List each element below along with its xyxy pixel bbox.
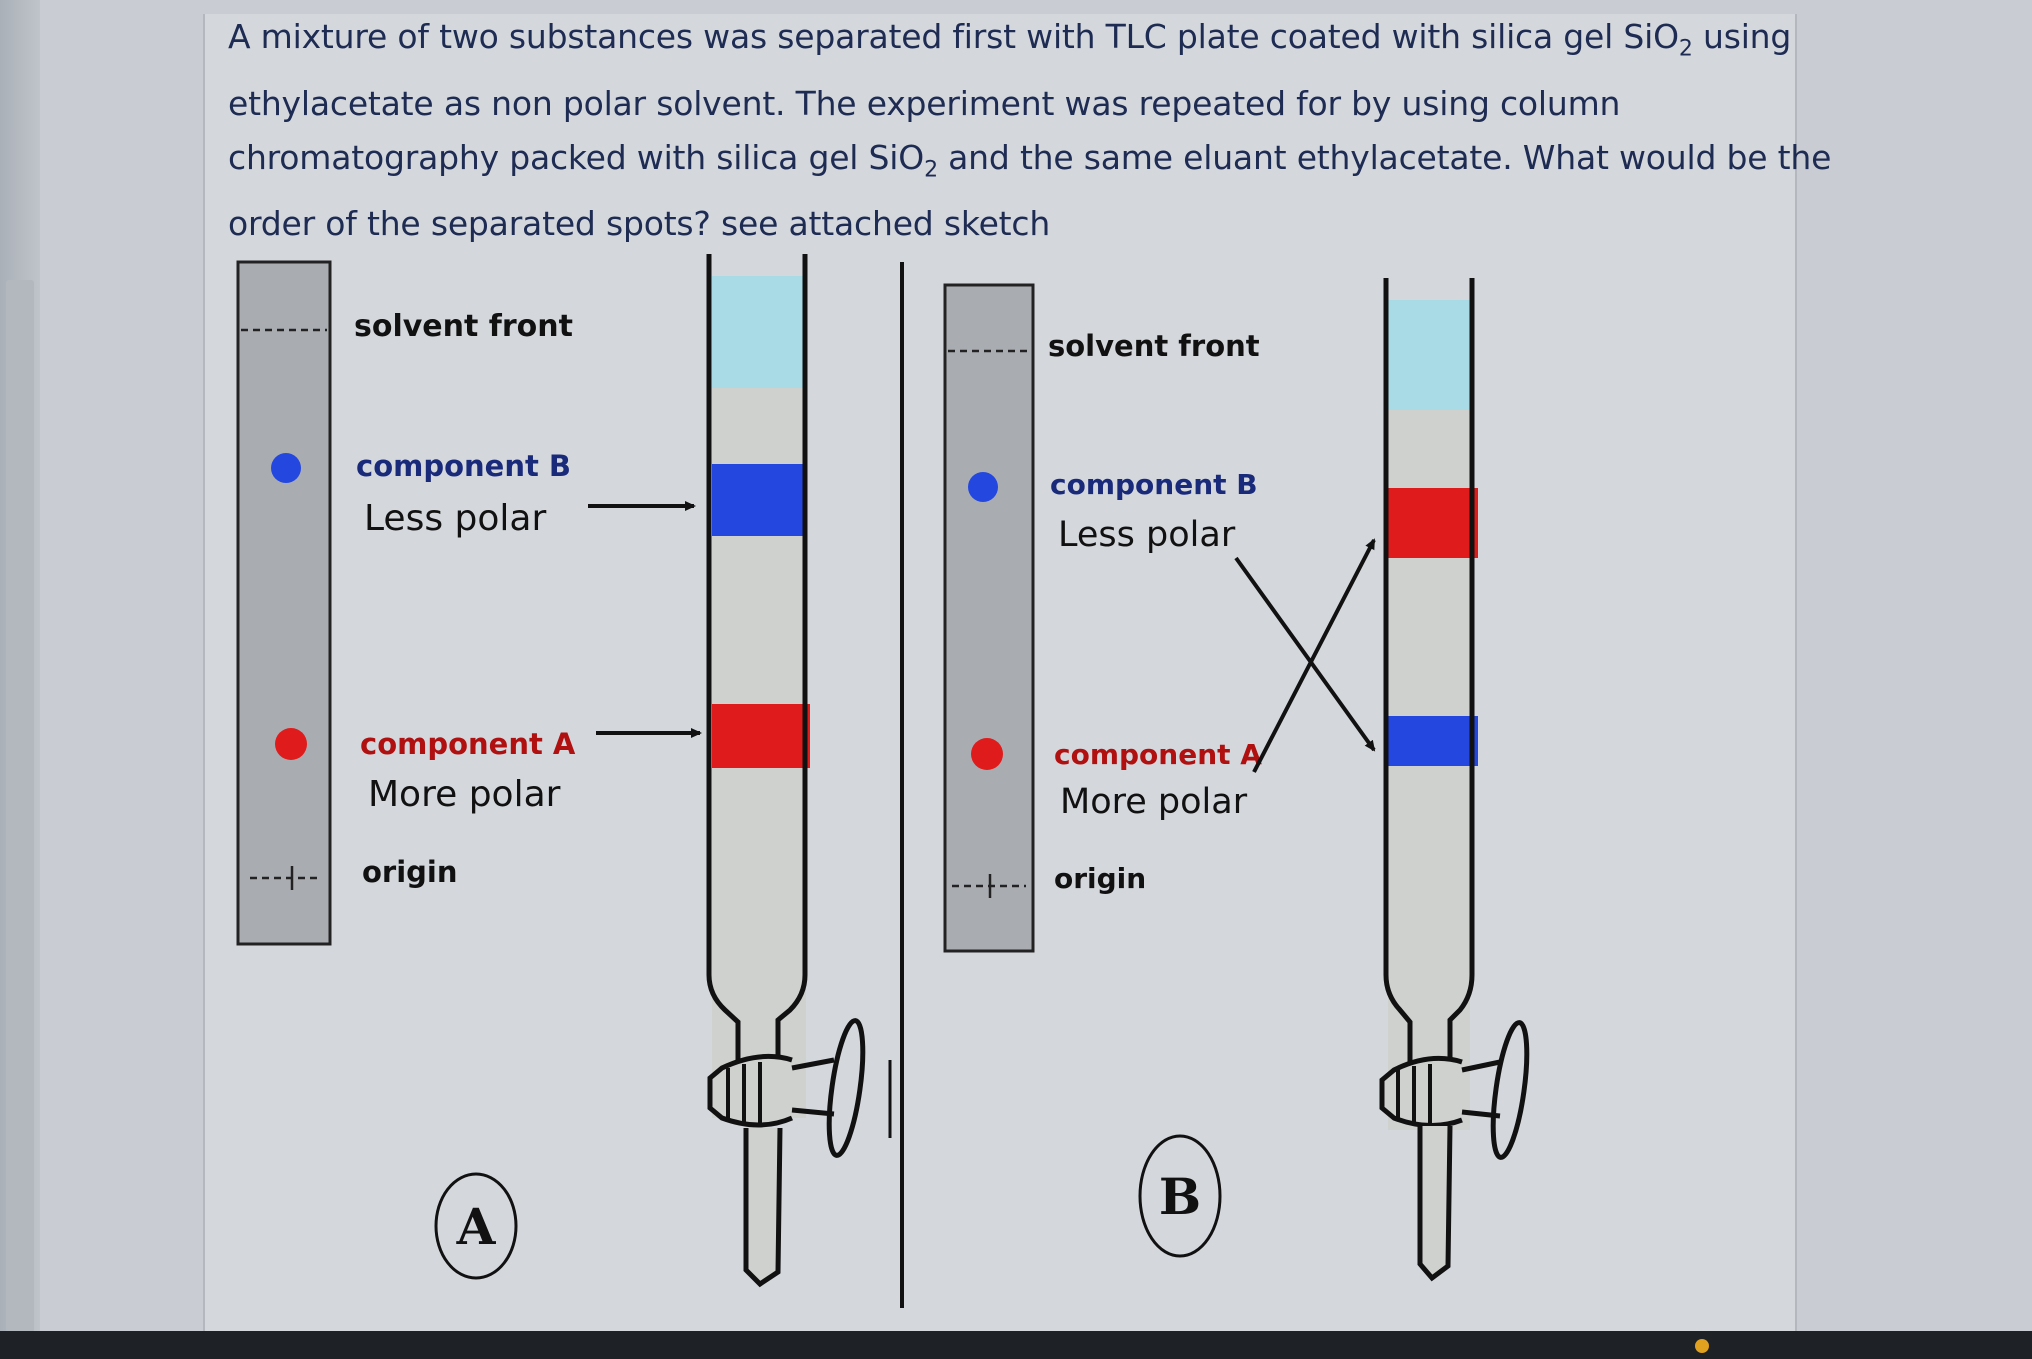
spot-component-a-a bbox=[275, 728, 307, 760]
tlc-plate-a bbox=[236, 260, 332, 946]
spot-component-b-b bbox=[968, 472, 998, 502]
label-component-b-b: component B bbox=[1050, 468, 1258, 501]
arrow-b-to-lower-band bbox=[1234, 556, 1376, 752]
band-component-b-b bbox=[1386, 716, 1478, 766]
label-origin-b: origin bbox=[1054, 862, 1146, 895]
panel-b: solvent front component B Less polar com… bbox=[943, 278, 1530, 1282]
label-less-polar-b: Less polar bbox=[1058, 515, 1236, 555]
question-text: A mixture of two substances was separate… bbox=[228, 10, 1832, 251]
label-solvent-front-b: solvent front bbox=[1048, 329, 1260, 363]
column-a bbox=[706, 254, 866, 1288]
taskbar bbox=[0, 1331, 2032, 1359]
spot-component-a-b bbox=[971, 738, 1003, 770]
sidebar-scrollbar[interactable] bbox=[6, 280, 34, 1340]
label-component-a-b: component A bbox=[1054, 738, 1262, 771]
question-line-1: A mixture of two substances was separate… bbox=[228, 17, 1792, 62]
band-component-b-a bbox=[712, 464, 806, 536]
label-more-polar-b: More polar bbox=[1060, 782, 1248, 822]
question-line-4: order of the separated spots? see attach… bbox=[228, 204, 1051, 244]
label-component-a-a: component A bbox=[360, 727, 576, 761]
label-solvent-front-a: solvent front bbox=[354, 309, 573, 344]
option-a-label: A bbox=[456, 1197, 497, 1256]
panel-a: solvent front component B Less polar com… bbox=[236, 254, 866, 1288]
question-line-3: chromatography packed with silica gel Si… bbox=[228, 137, 1832, 183]
spot-component-b-a bbox=[271, 453, 301, 483]
label-origin-a: origin bbox=[362, 855, 458, 889]
band-component-a-b bbox=[1386, 488, 1478, 558]
left-sidebar-strip bbox=[0, 0, 40, 1359]
option-b-label: B bbox=[1159, 1167, 1201, 1226]
arrow-a-to-upper-band bbox=[1252, 538, 1376, 773]
option-a-circle[interactable] bbox=[434, 1172, 518, 1280]
option-b-circle[interactable] bbox=[1138, 1134, 1222, 1258]
label-component-b-a: component B bbox=[356, 449, 571, 483]
column-b bbox=[1379, 278, 1530, 1282]
tlc-plate-b bbox=[943, 283, 1035, 953]
notification-dot-icon bbox=[1695, 1339, 1709, 1353]
question-line-2: ethylacetate as non polar solvent. The e… bbox=[228, 83, 1621, 123]
label-less-polar-a: Less polar bbox=[364, 498, 546, 539]
band-component-a-a bbox=[712, 704, 810, 768]
label-more-polar-a: More polar bbox=[368, 774, 561, 815]
